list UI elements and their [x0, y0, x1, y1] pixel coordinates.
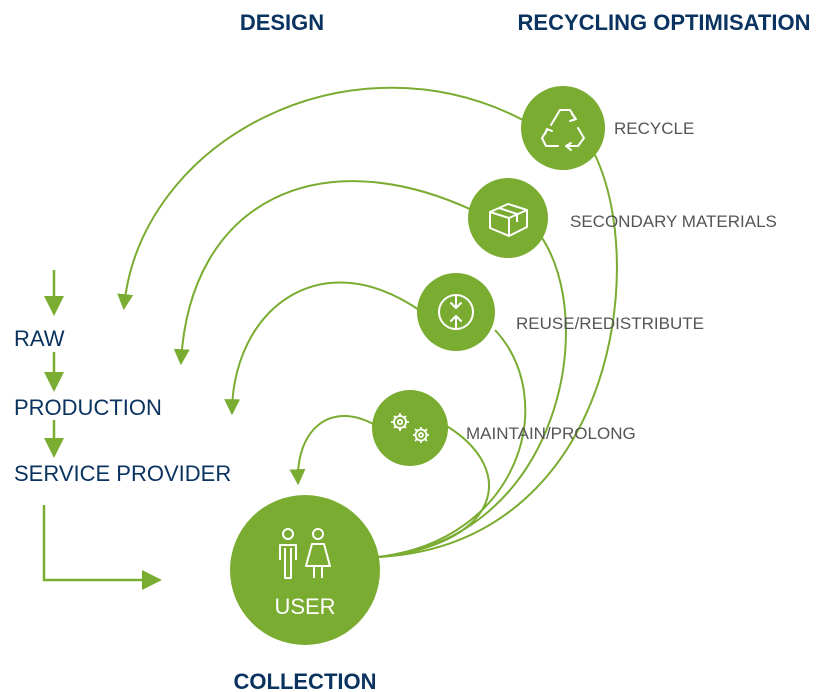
loop-line-secondary — [377, 234, 567, 558]
secondary-materials-node — [468, 178, 548, 258]
reuse-redistribute-label: REUSE/REDISTRIBUTE — [516, 314, 704, 333]
people-icon — [279, 528, 331, 579]
return-arc-secondary — [173, 180, 473, 366]
return-arc-recycle — [117, 86, 524, 311]
reuse-node — [417, 273, 495, 351]
user-label: USER — [274, 594, 335, 619]
exchange-arrows-icon — [438, 294, 474, 330]
maintain-node — [372, 390, 448, 466]
flow-production: PRODUCTION — [14, 395, 162, 420]
maintain-prolong-label: MAINTAIN/PROLONG — [466, 424, 636, 443]
recycling-optimisation-heading: RECYCLING OPTIMISATION — [518, 10, 811, 35]
collection-heading: COLLECTION — [234, 669, 377, 692]
gears-icon — [391, 413, 429, 443]
recycle-icon — [541, 109, 585, 151]
design-heading: DESIGN — [240, 10, 324, 35]
recycle-node — [521, 86, 605, 170]
recycle-label: RECYCLE — [614, 119, 694, 138]
flow-arrow-service-to-user — [42, 505, 162, 590]
user-node: USER — [230, 495, 380, 645]
secondary-materials-label: SECONDARY MATERIALS — [570, 212, 777, 231]
return-arc-maintain — [289, 415, 376, 486]
flow-service-provider: SERVICE PROVIDER — [14, 461, 231, 486]
loop-line-recycle — [377, 154, 618, 558]
loop-line-reuse — [377, 329, 527, 558]
return-arc-reuse — [224, 281, 423, 416]
box-icon — [489, 203, 528, 237]
flow-raw: RAW — [14, 326, 65, 351]
